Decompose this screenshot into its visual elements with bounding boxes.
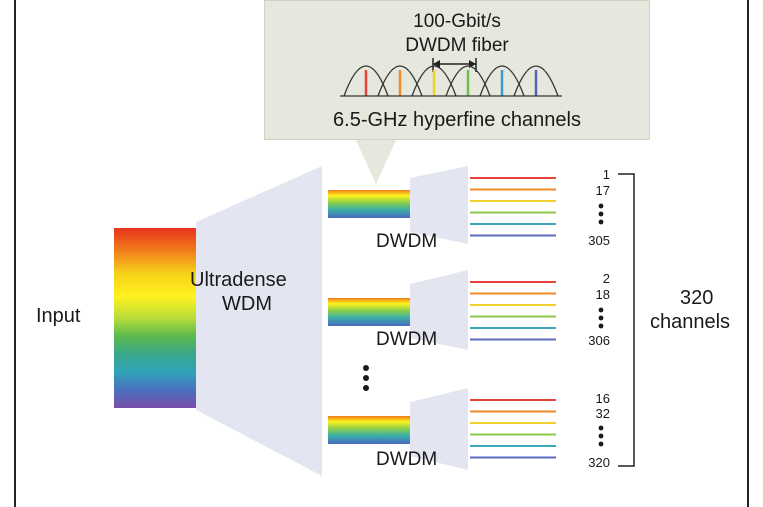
dwdm-block-3 [410, 388, 468, 470]
left-frame-border [14, 0, 16, 507]
channel-peak-arc [411, 65, 457, 97]
channel-number: 1 [602, 167, 610, 182]
input-spectrum-bar [114, 228, 196, 408]
ellipsis-numbers-1 [598, 203, 604, 225]
channel-number: 305 [588, 233, 610, 248]
channel-lines-group-3 [470, 399, 556, 459]
channel-lines-group-1 [470, 177, 556, 237]
right-frame-border [747, 0, 749, 507]
total-count: 320 [680, 287, 714, 309]
channel-number: 2 [602, 271, 610, 286]
callout-footer: 6.5-GHz hyperfine channels [333, 109, 581, 131]
callout-pointer [356, 140, 396, 184]
dwdm-label-2: DWDM [376, 329, 438, 350]
channel-number: 18 [595, 287, 610, 302]
total-bracket [618, 173, 635, 467]
channel-peak-arc [445, 65, 491, 97]
input-label: Input [36, 305, 81, 327]
total-channels-label: channels [650, 312, 731, 332]
ellipsis-numbers-3 [598, 425, 604, 447]
channel-number: 306 [588, 333, 610, 348]
channel-peak-arc [479, 65, 525, 97]
band-group-1 [328, 190, 410, 218]
channel-number: 17 [595, 183, 610, 198]
channel-peak-arc [377, 65, 423, 97]
channel-number: 16 [595, 391, 610, 406]
callout-box [264, 0, 650, 140]
ultradense-label-line1: Ultradense [190, 269, 287, 291]
ellipsis-numbers-2 [598, 307, 604, 329]
hyperfine-channel-peaks [340, 65, 562, 97]
dwdm-block-2 [410, 270, 468, 350]
callout-subtitle: DWDM fiber [405, 35, 509, 56]
dwdm-block-1 [410, 166, 468, 244]
channel-peak-arc [513, 65, 559, 97]
ellipsis-groups [363, 365, 369, 391]
band-group-3 [328, 416, 410, 444]
dwdm-label-3: DWDM [376, 449, 438, 470]
ultradense-wdm-block [196, 166, 322, 476]
channel-spacing-arrow [432, 58, 477, 72]
callout-title: 100-Gbit/s [413, 11, 501, 32]
channel-number: 32 [595, 406, 610, 421]
band-group-2 [328, 298, 410, 326]
channel-lines-group-2 [470, 281, 556, 341]
dwdm-label-1: DWDM [376, 231, 438, 252]
channel-number: 320 [588, 455, 610, 470]
ultradense-label-line2: WDM [222, 293, 272, 315]
channel-peak-arc [343, 65, 389, 97]
